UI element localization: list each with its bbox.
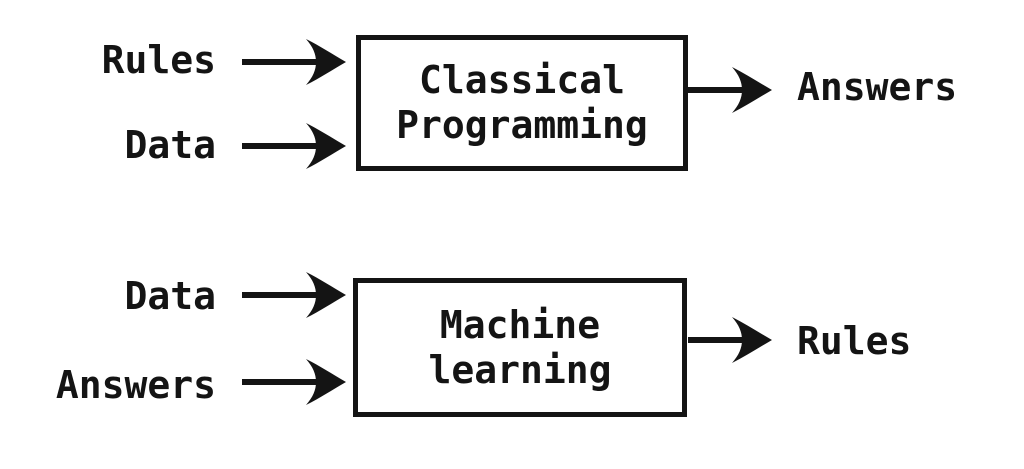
machine-learning-box-label-line2: learning: [428, 347, 612, 392]
machine-learning-box: Machine learning: [353, 278, 687, 417]
label-bottom-output-rules: Rules: [797, 319, 912, 363]
label-bottom-input-answers: Answers: [55, 363, 216, 407]
label-top-input-rules: Rules: [101, 38, 216, 82]
label-top-output-answers: Answers: [797, 65, 958, 109]
label-bottom-input-data: Data: [124, 274, 216, 318]
label-top-input-data: Data: [124, 123, 216, 167]
machine-learning-box-label-line1: Machine: [439, 302, 601, 347]
arrow-right-icon: [242, 272, 346, 318]
classical-programming-box-label-line1: Classical: [419, 58, 625, 102]
classical-programming-box: Classical Programming: [356, 35, 688, 171]
arrow-right-icon: [242, 359, 346, 405]
classical-programming-box-label-line2: Programming: [396, 103, 648, 147]
arrow-right-icon: [688, 67, 772, 113]
arrow-right-icon: [688, 317, 772, 363]
arrow-right-icon: [242, 39, 346, 85]
arrow-right-icon: [242, 123, 346, 169]
